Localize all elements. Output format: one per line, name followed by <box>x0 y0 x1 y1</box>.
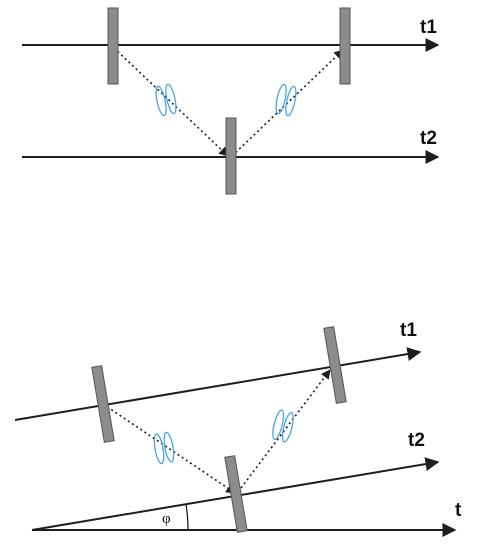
top-mirror-right <box>339 7 351 85</box>
top-mirror-bottom <box>225 117 237 195</box>
bottom-mirror-right <box>323 326 347 404</box>
top-ray-down <box>113 47 229 157</box>
top-wave-right <box>275 83 297 117</box>
bottom-mirror-left <box>91 365 115 443</box>
bottom-ray-down <box>102 403 236 494</box>
angle-label: φ <box>162 511 171 527</box>
bottom-wave-left <box>153 431 175 465</box>
top-label-t2: t2 <box>420 128 437 149</box>
bottom-label-t2: t2 <box>408 430 425 451</box>
top-label-t1: t1 <box>420 17 437 38</box>
bottom-panel: t1 t2 t φ <box>14 320 462 537</box>
bottom-ray-up <box>237 369 331 493</box>
bottom-mirror-bottom <box>224 455 248 533</box>
bottom-wave-right <box>272 409 294 443</box>
bottom-label-t: t <box>455 500 462 521</box>
bottom-label-t1: t1 <box>400 320 417 341</box>
bottom-line-t1 <box>14 347 422 421</box>
angle-arc <box>185 503 189 531</box>
top-panel: t1 t2 <box>22 7 440 195</box>
top-ray-up <box>231 49 344 157</box>
top-wave-left <box>155 83 177 117</box>
top-mirror-left <box>107 7 119 85</box>
